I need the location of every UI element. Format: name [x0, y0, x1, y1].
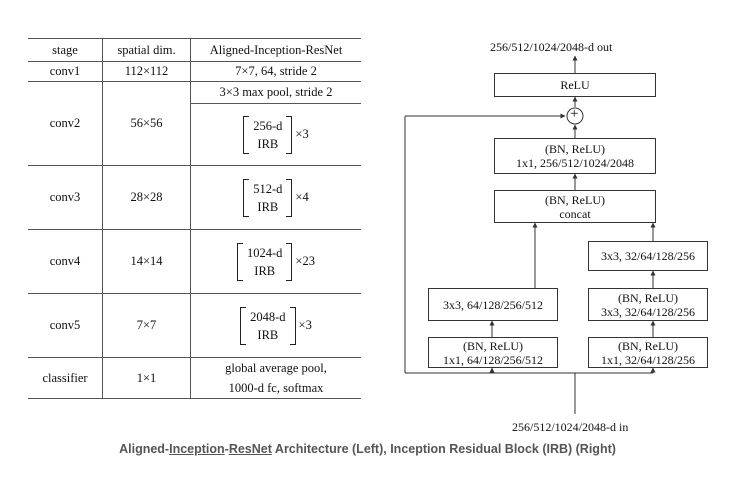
left-conv1-line-1: (BN, ReLU): [463, 338, 523, 353]
architecture-table: stage spatial dim. Aligned-Inception-Res…: [28, 38, 361, 399]
block-cell: 256-d IRB ×3: [190, 103, 361, 166]
right-conv1-line-1: (BN, ReLU): [618, 338, 678, 353]
classifier-line-1: global average pool,: [225, 361, 327, 375]
concat-box: (BN, ReLU) concat: [494, 190, 656, 223]
dim-cell: 7×7: [102, 293, 191, 358]
add-node-circle: [566, 107, 584, 125]
block-bracket: 1024-d IRB: [237, 242, 293, 281]
caption-part-2: Architecture (Left), Inception Residual …: [271, 442, 616, 456]
stage-cell: conv3: [28, 165, 103, 230]
add-symbol: +: [570, 106, 579, 122]
block-type: IRB: [257, 199, 279, 214]
relu-box: ReLU: [494, 73, 656, 97]
block-bracket: 2048-d IRB: [240, 306, 296, 345]
block-type: IRB: [254, 263, 276, 278]
dim-cell: 56×56: [102, 81, 191, 166]
block-multiplier: ×23: [295, 254, 315, 268]
right-conv3b-line-2: 3x3, 32/64/128/256: [600, 304, 695, 319]
right-conv3a-label: 3x3, 32/64/128/256: [600, 249, 695, 263]
block-bracket: 512-d IRB: [243, 178, 293, 217]
table-row: classifier 1×1 global average pool, 1000…: [28, 357, 361, 399]
caption-link-inception[interactable]: Inception: [169, 442, 225, 456]
caption-link-resnet[interactable]: ResNet: [228, 442, 272, 456]
pool-cell: 3×3 max pool, stride 2: [190, 81, 361, 104]
header-aligned-inception-resnet: Aligned-Inception-ResNet: [190, 38, 361, 62]
dim-cell: 112×112: [102, 61, 191, 82]
left-conv1-line-2: 1x1, 64/128/256/512: [442, 352, 543, 367]
right-conv1-box: (BN, ReLU) 1x1, 32/64/128/256: [588, 337, 708, 368]
stage-cell: conv4: [28, 229, 103, 294]
figure-caption: Aligned-Inception-ResNet Architecture (L…: [0, 442, 735, 456]
table-row: conv5 7×7 2048-d IRB ×3: [28, 293, 361, 358]
right-conv1-line-2: 1x1, 32/64/128/256: [600, 352, 695, 367]
classifier-cell: global average pool, 1000-d fc, softmax: [190, 357, 361, 399]
table-header-row: stage spatial dim. Aligned-Inception-Res…: [28, 38, 361, 62]
stage-cell: conv1: [28, 61, 103, 82]
table-row: conv1 112×112 7×7, 64, stride 2: [28, 61, 361, 82]
block-cell: 512-d IRB ×4: [190, 165, 361, 230]
block-width: 2048-d: [250, 309, 286, 324]
table-row: 256-d IRB ×3: [28, 103, 361, 166]
dim-cell: 1×1: [102, 357, 191, 399]
caption-part-1: Aligned-: [119, 442, 170, 456]
final-conv-line-1: (BN, ReLU): [545, 142, 605, 156]
block-cell: 1024-d IRB ×23: [190, 229, 361, 294]
diagram-connectors: [404, 55, 656, 414]
block-cell: 2048-d IRB ×3: [190, 293, 361, 358]
right-conv3a-box: 3x3, 32/64/128/256: [588, 241, 708, 271]
table-row: conv4 14×14 1024-d IRB ×23: [28, 229, 361, 294]
relu-label: ReLU: [560, 78, 590, 92]
block-width: 1024-d: [247, 245, 283, 260]
right-conv3b-line-1: (BN, ReLU): [618, 290, 678, 305]
stage-cell: conv5: [28, 293, 103, 358]
output-label: 256/512/1024/2048-d out: [490, 40, 613, 54]
table-row: conv2 56×56 3×3 max pool, stride 2: [28, 81, 361, 166]
table-row: conv3 28×28 512-d IRB ×4: [28, 165, 361, 230]
dim-cell: 14×14: [102, 229, 191, 294]
left-conv3-box: 3x3, 64/128/256/512: [428, 288, 558, 321]
spec-cell: 7×7, 64, stride 2: [190, 61, 361, 82]
block-width: 512-d: [253, 181, 283, 196]
dim-cell: 28×28: [102, 165, 191, 230]
left-conv3-label: 3x3, 64/128/256/512: [442, 297, 543, 312]
block-multiplier: ×4: [295, 190, 309, 204]
final-conv-line-2: 1x1, 256/512/1024/2048: [515, 156, 634, 170]
block-bracket: 256-d IRB: [243, 115, 293, 154]
input-label: 256/512/1024/2048-d in: [512, 420, 629, 434]
classifier-line-2: 1000-d fc, softmax: [228, 381, 324, 395]
irb-diagram: 256/512/1024/2048-d out + ReLU (BN, ReLU…: [395, 30, 715, 440]
right-conv3b-box: (BN, ReLU) 3x3, 32/64/128/256: [588, 288, 708, 321]
stage-cell: classifier: [28, 357, 103, 399]
block-multiplier: ×3: [295, 127, 309, 141]
header-spatial-dim: spatial dim.: [102, 38, 191, 62]
left-conv1-box: (BN, ReLU) 1x1, 64/128/256/512: [428, 337, 558, 368]
concat-line-2: concat: [559, 206, 591, 221]
concat-line-1: (BN, ReLU): [545, 192, 605, 207]
stage-cell: conv2: [28, 81, 103, 166]
block-type: IRB: [257, 327, 279, 342]
block-multiplier: ×3: [298, 318, 312, 332]
block-width: 256-d: [253, 118, 283, 133]
caption-dash: -: [224, 442, 229, 456]
final-conv-box: (BN, ReLU) 1x1, 256/512/1024/2048: [494, 138, 656, 174]
header-stage: stage: [28, 38, 103, 62]
block-type: IRB: [257, 136, 279, 151]
